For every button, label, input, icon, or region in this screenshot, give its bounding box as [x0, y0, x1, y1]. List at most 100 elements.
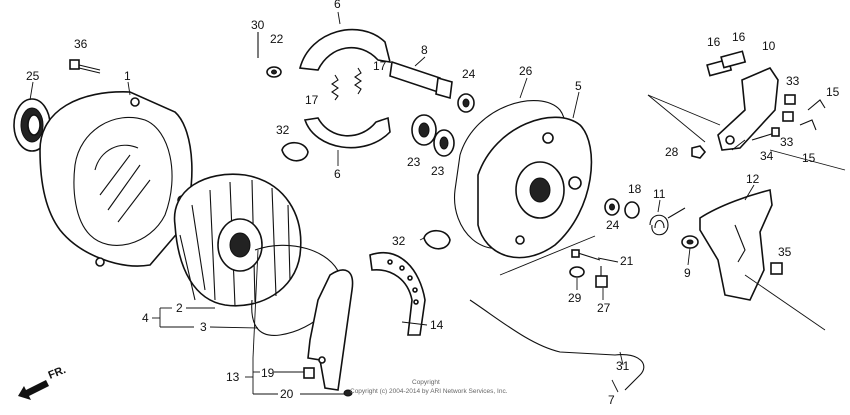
brake-band-part[interactable] — [307, 269, 354, 391]
bearing-23-left-part[interactable] — [411, 114, 437, 146]
copyright-line-2: Copyright (c) 2004-2014 by ARI Network S… — [350, 388, 508, 395]
leader-line — [252, 249, 259, 359]
brake-cable-part[interactable] — [469, 299, 645, 391]
leader-line — [127, 81, 131, 96]
callout-30[interactable]: 30 — [251, 18, 265, 32]
brake-drum-part[interactable] — [173, 173, 302, 307]
callout-34[interactable]: 34 — [760, 149, 774, 163]
bolt-34-part[interactable] — [751, 127, 780, 141]
callout-3[interactable]: 3 — [200, 320, 207, 334]
callout-9[interactable]: 9 — [684, 266, 691, 280]
callout-15-lower[interactable]: 15 — [802, 151, 816, 165]
brake-shoe-lower-part[interactable] — [303, 116, 391, 149]
washer-9-part[interactable] — [681, 235, 699, 249]
spring-16-right-part[interactable] — [720, 50, 747, 69]
callout-2[interactable]: 2 — [176, 301, 183, 315]
callout-17-left[interactable]: 17 — [305, 93, 319, 107]
callout-16-left[interactable]: 16 — [707, 35, 721, 49]
bolt-36-part[interactable] — [69, 59, 101, 74]
callout-26[interactable]: 26 — [519, 64, 533, 78]
pin-20-part[interactable] — [343, 389, 353, 397]
callout-5[interactable]: 5 — [575, 79, 582, 93]
leader-line — [657, 199, 661, 213]
stay-plate-part[interactable] — [699, 189, 773, 301]
clip-15-upper-part[interactable] — [807, 99, 826, 111]
callout-19[interactable]: 19 — [261, 366, 275, 380]
clamp-32-upper-part[interactable] — [281, 141, 309, 162]
leader-line — [29, 81, 34, 101]
collar-33-upper-part[interactable] — [784, 94, 796, 105]
washer-22-part[interactable] — [266, 66, 282, 78]
callout-8[interactable]: 8 — [421, 43, 428, 57]
callout-32-upper[interactable]: 32 — [276, 123, 290, 137]
leader-line — [401, 321, 428, 326]
front-direction-indicator: FR. — [18, 364, 68, 400]
callout-15-upper[interactable]: 15 — [826, 85, 840, 99]
callout-33-upper[interactable]: 33 — [786, 74, 800, 88]
return-spring-part[interactable] — [649, 207, 686, 236]
callout-27[interactable]: 27 — [597, 301, 611, 315]
callout-23-right[interactable]: 23 — [431, 164, 445, 178]
callout-7[interactable]: 7 — [608, 393, 615, 407]
leader-line — [619, 351, 624, 366]
nut-28-part[interactable] — [691, 145, 707, 159]
callout-23-left[interactable]: 23 — [407, 155, 421, 169]
oil-seal-part[interactable] — [13, 98, 51, 152]
leader-line — [209, 326, 259, 329]
camshaft-part[interactable] — [389, 60, 453, 100]
nipple-19-part[interactable] — [303, 367, 315, 379]
callout-24-lower[interactable]: 24 — [606, 218, 620, 232]
callout-32-lower[interactable]: 32 — [392, 234, 406, 248]
seal-24-lower-part[interactable] — [604, 198, 620, 216]
leader-line — [687, 247, 691, 266]
washer-29-part[interactable] — [569, 266, 585, 278]
callout-35[interactable]: 35 — [778, 245, 792, 259]
leader-line — [744, 184, 755, 201]
brake-shoe-upper-part[interactable] — [298, 28, 392, 71]
callout-24-upper[interactable]: 24 — [462, 67, 476, 81]
callout-22[interactable]: 22 — [270, 32, 284, 46]
callout-21[interactable]: 21 — [620, 254, 634, 268]
callout-20[interactable]: 20 — [280, 387, 294, 401]
brake-panel-part[interactable] — [477, 116, 593, 259]
bolt-27-part[interactable] — [595, 266, 608, 288]
callout-11[interactable]: 11 — [653, 187, 666, 201]
callout-6-upper[interactable]: 6 — [334, 0, 341, 11]
callout-10[interactable]: 10 — [762, 39, 776, 53]
leader-line — [611, 379, 619, 393]
separator-line — [647, 94, 706, 143]
callout-25[interactable]: 25 — [26, 69, 40, 83]
callout-33-lower[interactable]: 33 — [780, 135, 794, 149]
callout-14[interactable]: 14 — [430, 318, 444, 332]
callout-29[interactable]: 29 — [568, 291, 582, 305]
shoe-lining-part[interactable] — [369, 252, 426, 336]
bolt-35-part[interactable] — [770, 262, 783, 275]
callout-17-right[interactable]: 17 — [373, 59, 387, 73]
shoe-spring-left-part[interactable] — [331, 74, 339, 101]
separator-line — [769, 149, 846, 171]
callout-28[interactable]: 28 — [665, 145, 679, 159]
brake-arm-part[interactable] — [717, 67, 779, 151]
callout-36[interactable]: 36 — [74, 37, 88, 51]
collar-33-lower-part[interactable] — [782, 111, 794, 122]
callout-1[interactable]: 1 — [124, 69, 131, 83]
bolt-21-part[interactable] — [571, 249, 601, 261]
front-direction-label: FR. — [47, 364, 68, 382]
bearing-23-right-part[interactable] — [433, 129, 455, 157]
callout-16-right[interactable]: 16 — [732, 30, 746, 44]
leader-line — [572, 91, 580, 119]
callout-6-lower[interactable]: 6 — [334, 167, 341, 181]
shoe-spring-right-part[interactable] — [354, 67, 362, 95]
seal-24-upper-part[interactable] — [457, 93, 475, 113]
callout-13[interactable]: 13 — [226, 370, 240, 384]
clamp-32-lower-part[interactable] — [423, 229, 451, 250]
callout-12[interactable]: 12 — [746, 172, 760, 186]
callout-31[interactable]: 31 — [616, 359, 630, 373]
hub-cover-part[interactable] — [39, 91, 193, 267]
callout-18[interactable]: 18 — [628, 182, 642, 196]
leader-line — [419, 237, 425, 241]
washer-18-part[interactable] — [624, 201, 640, 219]
clip-15-lower-part[interactable] — [799, 119, 817, 131]
callout-4[interactable]: 4 — [142, 311, 149, 325]
